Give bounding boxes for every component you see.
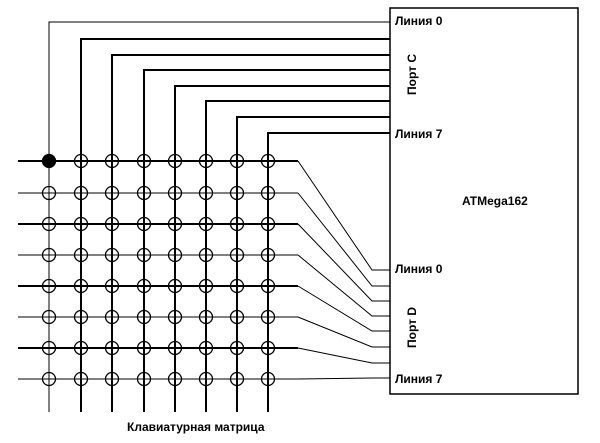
port-d-line7-label: Линия 7 xyxy=(395,372,443,386)
row-link-0 xyxy=(297,160,390,271)
port-d-line0-label: Линия 0 xyxy=(395,262,443,276)
key-node xyxy=(198,153,214,169)
key-node xyxy=(136,185,152,201)
port-c-line0-label: Линия 0 xyxy=(395,14,443,28)
key-node xyxy=(229,216,245,232)
column-wire-6 xyxy=(236,116,390,412)
key-node xyxy=(104,247,120,263)
key-node xyxy=(198,309,214,325)
key-node xyxy=(41,371,57,387)
column-wire-5 xyxy=(205,100,390,412)
key-node xyxy=(260,340,276,356)
key-node xyxy=(136,216,152,232)
key-node xyxy=(167,216,183,232)
chip-box xyxy=(389,7,579,395)
key-node xyxy=(229,278,245,294)
key-node xyxy=(198,247,214,263)
key-node xyxy=(104,185,120,201)
key-node xyxy=(73,216,89,232)
key-node xyxy=(41,247,57,263)
key-node xyxy=(136,247,152,263)
matrix-nodes xyxy=(41,153,276,387)
key-node xyxy=(229,153,245,169)
key-node xyxy=(104,371,120,387)
key-node xyxy=(41,309,57,325)
matrix-caption: Клавиатурная матрица xyxy=(127,420,265,434)
key-node xyxy=(104,216,120,232)
key-node xyxy=(167,185,183,201)
key-node xyxy=(229,340,245,356)
key-node xyxy=(104,153,120,169)
row-link-7 xyxy=(297,377,390,380)
key-node xyxy=(167,371,183,387)
key-node xyxy=(198,340,214,356)
key-node xyxy=(136,278,152,294)
key-node xyxy=(136,309,152,325)
key-node xyxy=(136,371,152,387)
key-node xyxy=(260,153,276,169)
key-node xyxy=(41,278,57,294)
key-node xyxy=(136,340,152,356)
key-node xyxy=(260,247,276,263)
row-link-6 xyxy=(297,347,390,364)
row-link-4 xyxy=(297,285,390,332)
port-c-line7-label: Линия 7 xyxy=(395,127,443,141)
port-c-title: Порт C xyxy=(405,54,419,95)
key-node xyxy=(198,371,214,387)
key-node xyxy=(73,309,89,325)
key-node xyxy=(198,185,214,201)
wiring xyxy=(18,21,390,412)
key-node xyxy=(73,371,89,387)
key-node xyxy=(167,340,183,356)
key-node xyxy=(104,309,120,325)
key-node xyxy=(260,216,276,232)
key-node xyxy=(167,153,183,169)
key-node xyxy=(167,247,183,263)
row-link-1 xyxy=(297,192,390,287)
row-link-2 xyxy=(297,223,390,302)
key-node xyxy=(41,340,57,356)
pressed-key-node xyxy=(41,153,57,169)
key-node xyxy=(260,185,276,201)
row-link-3 xyxy=(297,254,390,317)
key-node xyxy=(104,340,120,356)
key-node xyxy=(104,278,120,294)
key-node xyxy=(41,185,57,201)
column-wire-0 xyxy=(48,21,390,412)
key-node xyxy=(260,371,276,387)
column-wire-1 xyxy=(80,38,390,412)
key-node xyxy=(229,185,245,201)
row-link-5 xyxy=(297,316,390,348)
key-node xyxy=(229,309,245,325)
key-node xyxy=(229,371,245,387)
chip-name: ATMega162 xyxy=(462,194,528,208)
key-node xyxy=(73,185,89,201)
key-node xyxy=(73,153,89,169)
key-node xyxy=(260,278,276,294)
key-node xyxy=(198,216,214,232)
key-node xyxy=(41,216,57,232)
column-wire-3 xyxy=(143,69,390,412)
column-wire-7 xyxy=(267,132,390,412)
key-node xyxy=(73,278,89,294)
key-node xyxy=(73,247,89,263)
key-node xyxy=(167,309,183,325)
key-node xyxy=(198,278,214,294)
key-node xyxy=(260,309,276,325)
key-node xyxy=(136,153,152,169)
port-d-title: Порт D xyxy=(405,307,419,348)
key-node xyxy=(73,340,89,356)
key-node xyxy=(167,278,183,294)
column-wire-4 xyxy=(174,85,390,412)
key-node xyxy=(229,247,245,263)
